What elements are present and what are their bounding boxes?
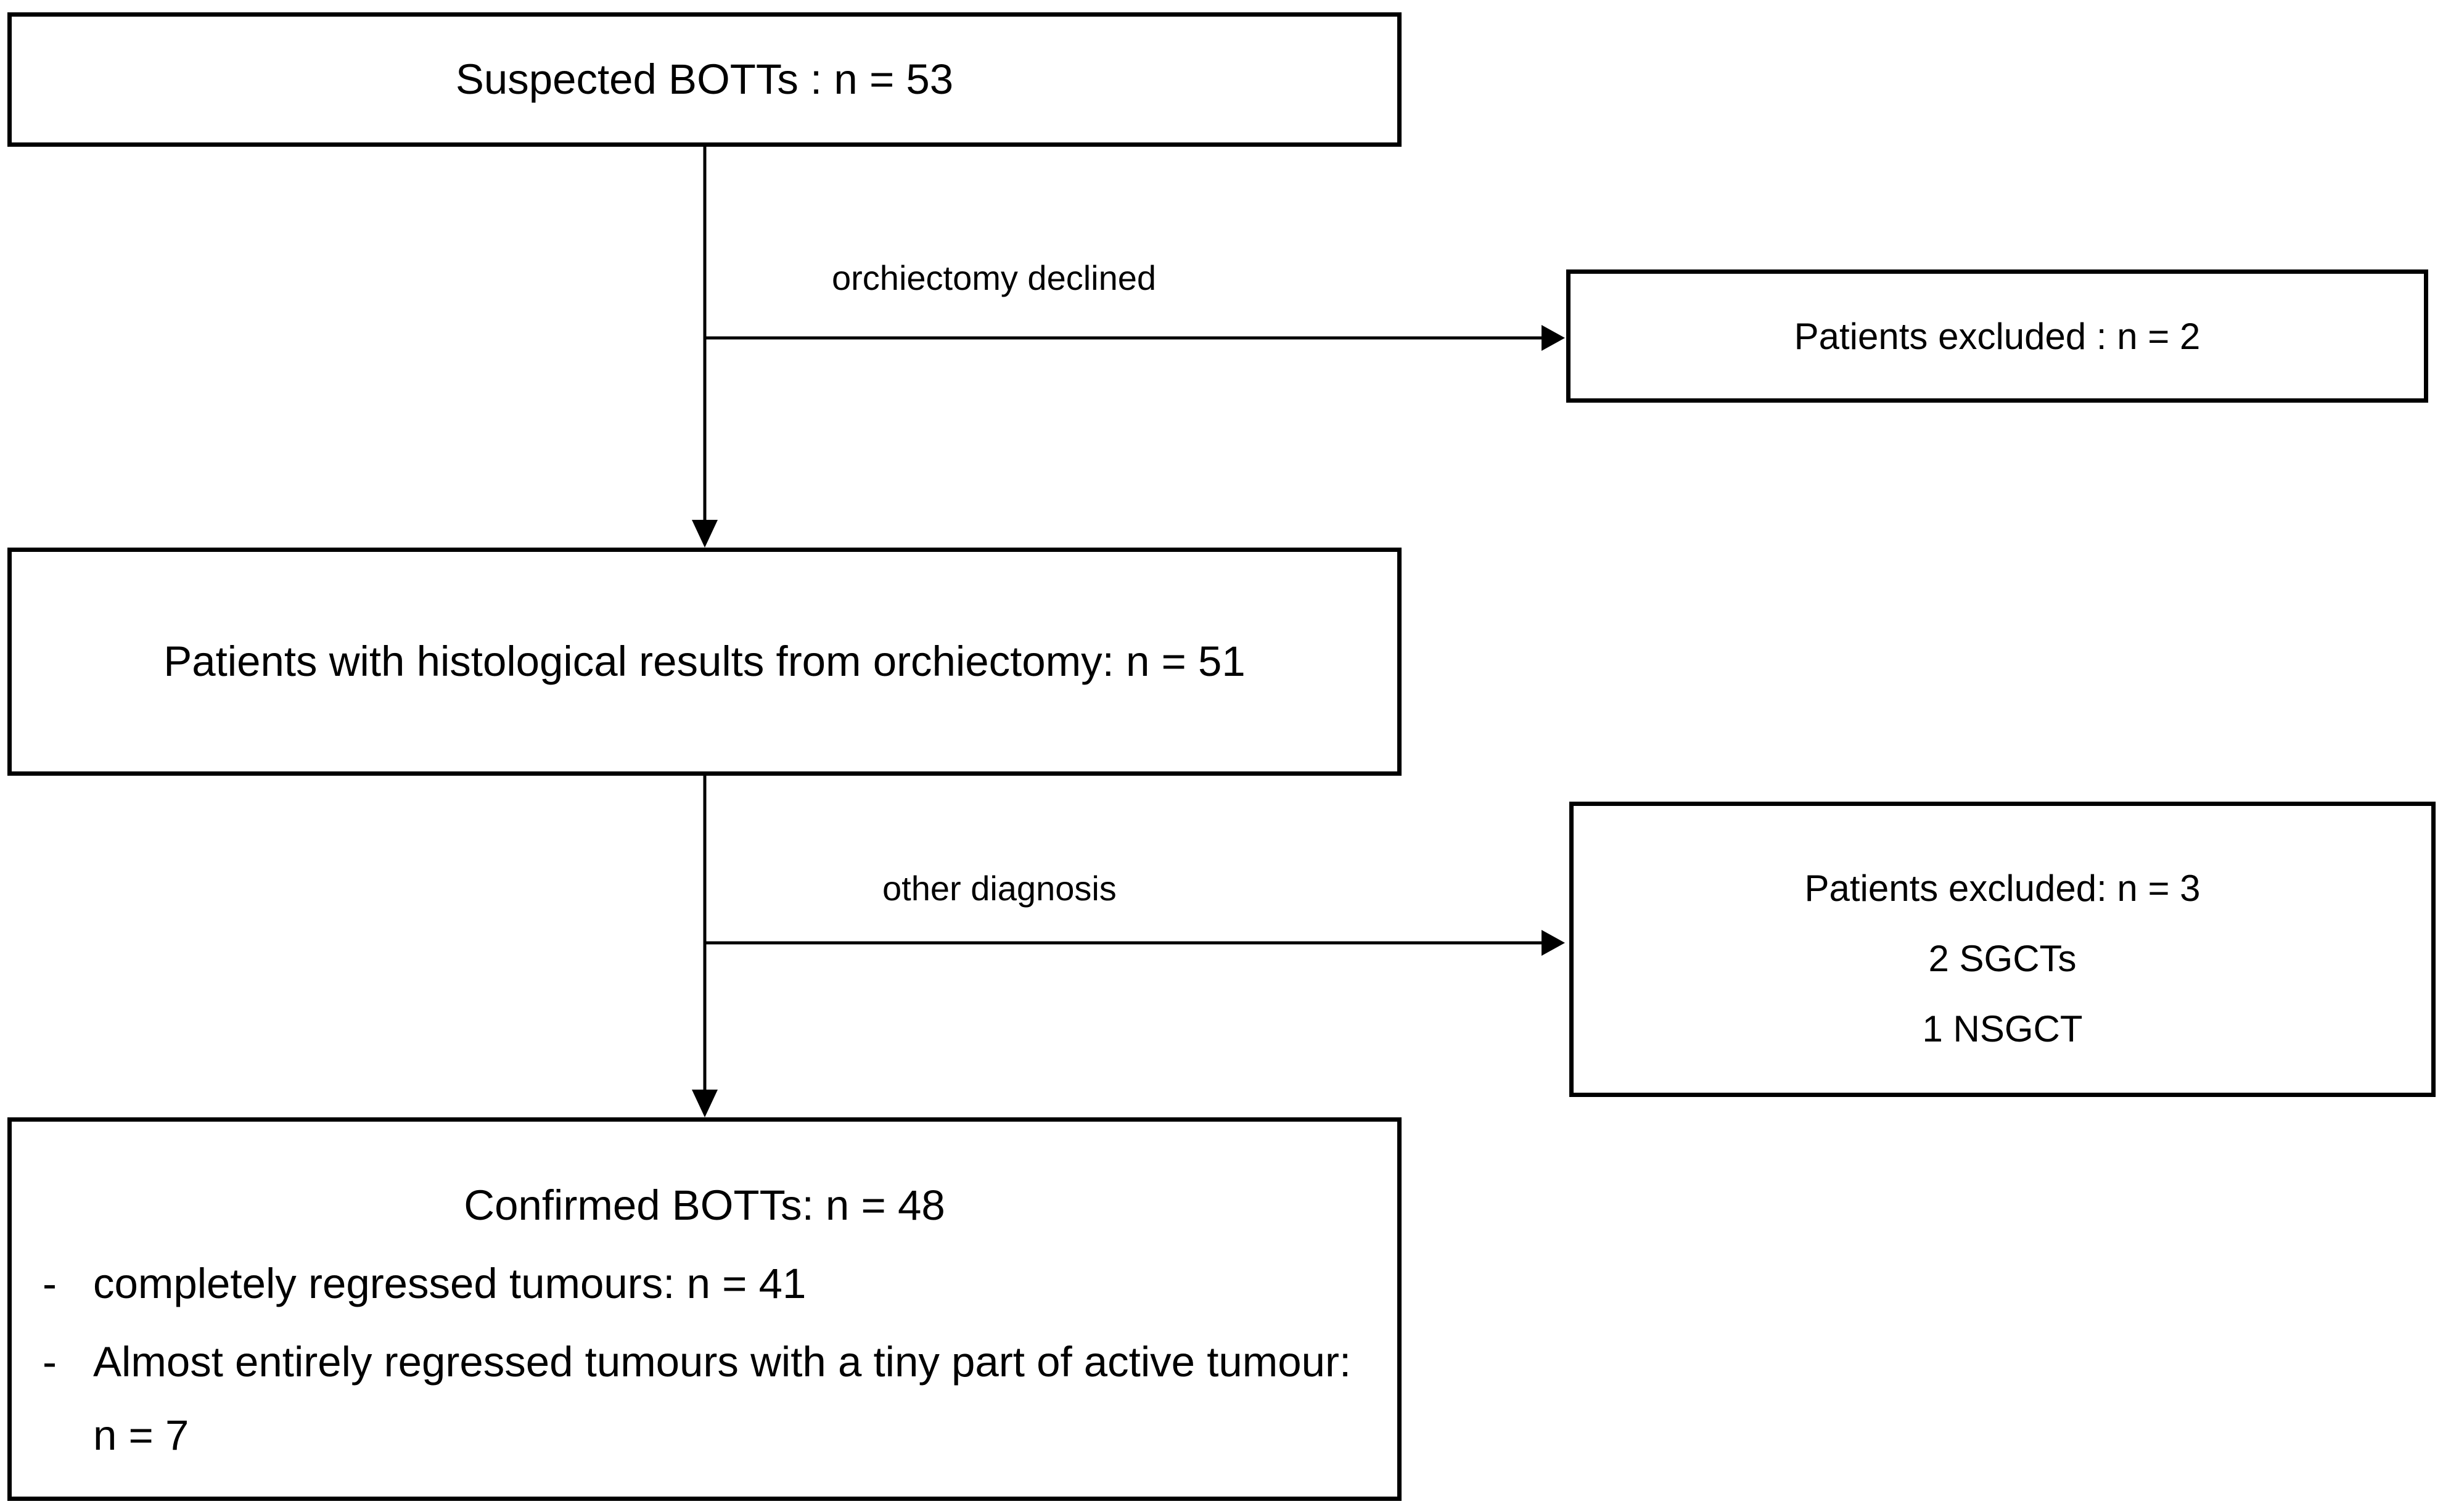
- edge-label-orchiectomy-declined: orchiectomy declined: [832, 258, 1157, 297]
- box-patients-excluded-diagnosis-line-1: Patients excluded: n = 3: [1804, 868, 2201, 909]
- box-histology-results-text: Patients with histological results from …: [163, 638, 1246, 686]
- box-confirmed-botts: Confirmed BOTTs: n = 48 - completely reg…: [7, 1117, 1402, 1501]
- dash-bullet-marker: -: [43, 1337, 57, 1386]
- arrow-histology-to-confirmed-head: [692, 1090, 718, 1117]
- confirmed-bullet-regressed: - completely regressed tumours: n = 41: [43, 1259, 1379, 1308]
- confirmed-bullet-regressed-text: completely regressed tumours: n = 41: [93, 1260, 807, 1308]
- box-confirmed-botts-title: Confirmed BOTTs: n = 48: [464, 1181, 945, 1229]
- box-patients-excluded-diagnosis-line-2: 2 SGCTs: [1928, 938, 2077, 979]
- confirmed-bullet-almost-regressed-count: n = 7: [93, 1411, 189, 1460]
- arrow-to-excluded-2-head: [1542, 930, 1565, 956]
- box-patients-excluded-orchiectomy-text: Patients excluded : n = 2: [1794, 315, 2201, 357]
- confirmed-bullet-almost-regressed-text: Almost entirely regressed tumours with a…: [93, 1337, 1352, 1386]
- edge-label-other-diagnosis: other diagnosis: [882, 869, 1117, 908]
- confirmed-bullet-almost-regressed: - Almost entirely regressed tumours with…: [43, 1337, 1379, 1460]
- box-suspected-botts: Suspected BOTTs : n = 53: [7, 12, 1402, 147]
- box-suspected-botts-text: Suspected BOTTs : n = 53: [455, 55, 954, 104]
- box-patients-excluded-orchiectomy: Patients excluded : n = 2: [1566, 269, 2428, 403]
- dash-bullet-marker: -: [43, 1260, 57, 1308]
- arrow-suspected-to-histology-head: [692, 520, 718, 548]
- arrow-to-excluded-1-head: [1542, 325, 1565, 351]
- box-histology-results: Patients with histological results from …: [7, 548, 1402, 776]
- box-patients-excluded-diagnosis: Patients excluded: n = 3 2 SGCTs 1 NSGCT: [1569, 802, 2436, 1097]
- box-patients-excluded-diagnosis-line-3: 1 NSGCT: [1922, 1008, 2083, 1050]
